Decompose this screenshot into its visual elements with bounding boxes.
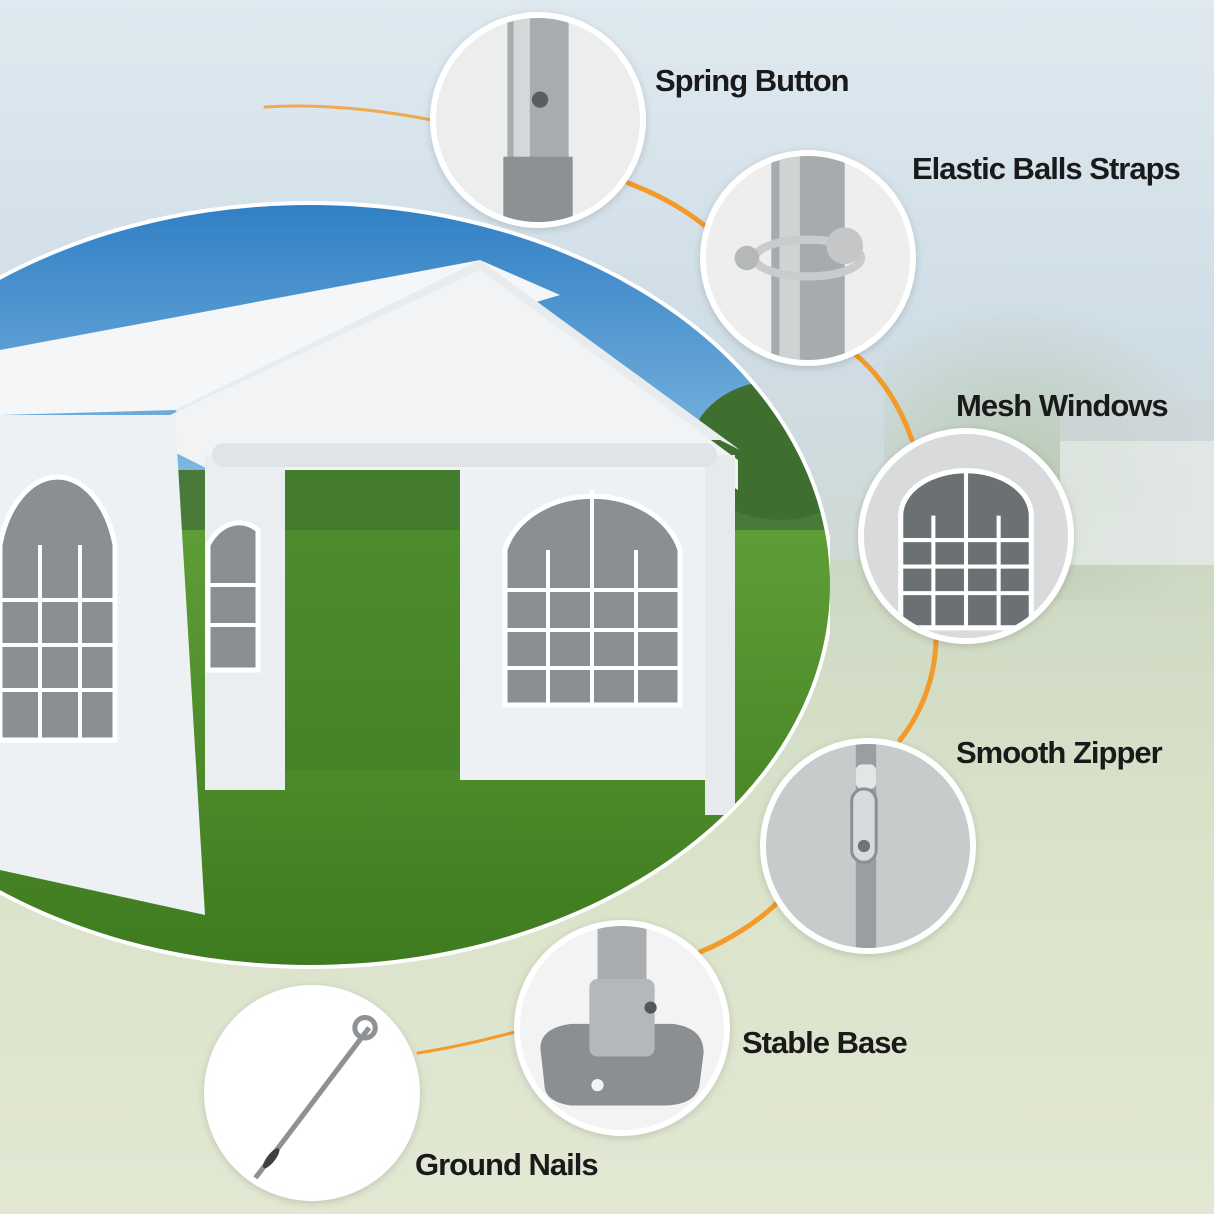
smooth-zipper-detail [760,738,976,954]
spring-button-detail [430,12,646,228]
spring-button-label: Spring Button [655,63,850,98]
ground-nails-label: Ground Nails [415,1147,599,1182]
tent-main-view [0,201,830,969]
stable-base-detail [514,920,730,1136]
elastic-strap-icon [706,156,910,360]
elastic-balls-straps-label: Elastic Balls Straps [912,151,1181,186]
background-house [1060,401,1214,565]
base-plate-icon [520,926,724,1130]
spring-button-icon [436,18,640,222]
ground-nail-icon [210,991,414,1195]
elastic-balls-straps-detail [700,150,916,366]
smooth-zipper-label: Smooth Zipper [956,735,1163,770]
mesh-window-icon [864,434,1068,638]
mesh-windows-label: Mesh Windows [956,388,1169,423]
zipper-icon [766,744,970,948]
ground-nails-detail [204,985,420,1201]
stable-base-label: Stable Base [742,1025,908,1060]
mesh-windows-detail [858,428,1074,644]
